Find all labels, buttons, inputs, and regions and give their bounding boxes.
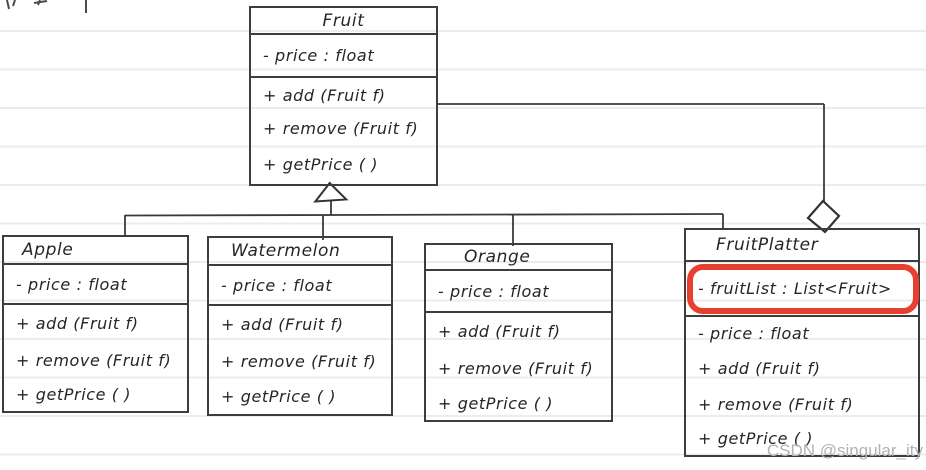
class-method: + getPrice ( ) [263,155,379,174]
class-method: + getPrice ( ) [438,394,554,413]
class-method: + getPrice ( ) [698,429,814,448]
watermark-text: CSDN @singular_ity [766,441,923,460]
class-method: + remove (Fruit f) [698,394,854,414]
hollow-diamond-marker [806,199,841,234]
aggregation-connector [438,103,825,202]
class-title: Orange [426,245,611,271]
class-method: + add (Fruit f) [698,358,821,378]
class-box-watermelon: Watermelon - price : float + add (Fruit … [207,236,393,416]
class-method: + add (Fruit f) [438,322,561,341]
class-method: + add (Fruit f) [263,85,386,105]
class-method: + getPrice ( ) [221,387,337,406]
red-highlight-annotation [687,264,919,314]
class-attribute: - price : float [698,324,810,343]
class-attribute: - price : float [209,266,391,306]
class-method: + remove (Fruit f) [16,350,172,370]
hollow-triangle-marker [313,181,349,203]
class-method: + remove (Fruit f) [263,119,419,138]
stray-pen-marks [6,0,87,13]
class-attribute-fruitlist: - fruitList : List<Fruit> [686,262,918,317]
class-title: Fruit [251,8,436,35]
class-box-fruitplatter: FruitPlatter - fruitList : List<Fruit> -… [684,228,920,457]
class-box-fruit: Fruit - price : float + add (Fruit f) + … [249,6,438,186]
class-title: Watermelon [209,238,391,266]
inheritance-connector [124,201,724,246]
class-title: FruitPlatter [686,230,918,262]
class-box-orange: Orange - price : float + add (Fruit f) +… [424,243,613,422]
class-title: Apple [4,237,187,265]
class-method: + add (Fruit f) [221,315,344,334]
class-method: + add (Fruit f) [16,314,139,333]
class-attribute: - price : float [251,35,436,78]
class-attribute: - price : float [426,271,611,313]
class-box-apple: Apple - price : float + add (Fruit f) + … [2,235,189,413]
class-attribute: - price : float [4,265,187,305]
class-method: + getPrice ( ) [16,385,132,404]
class-method: + remove (Fruit f) [438,359,594,378]
class-method: + remove (Fruit f) [221,351,377,371]
